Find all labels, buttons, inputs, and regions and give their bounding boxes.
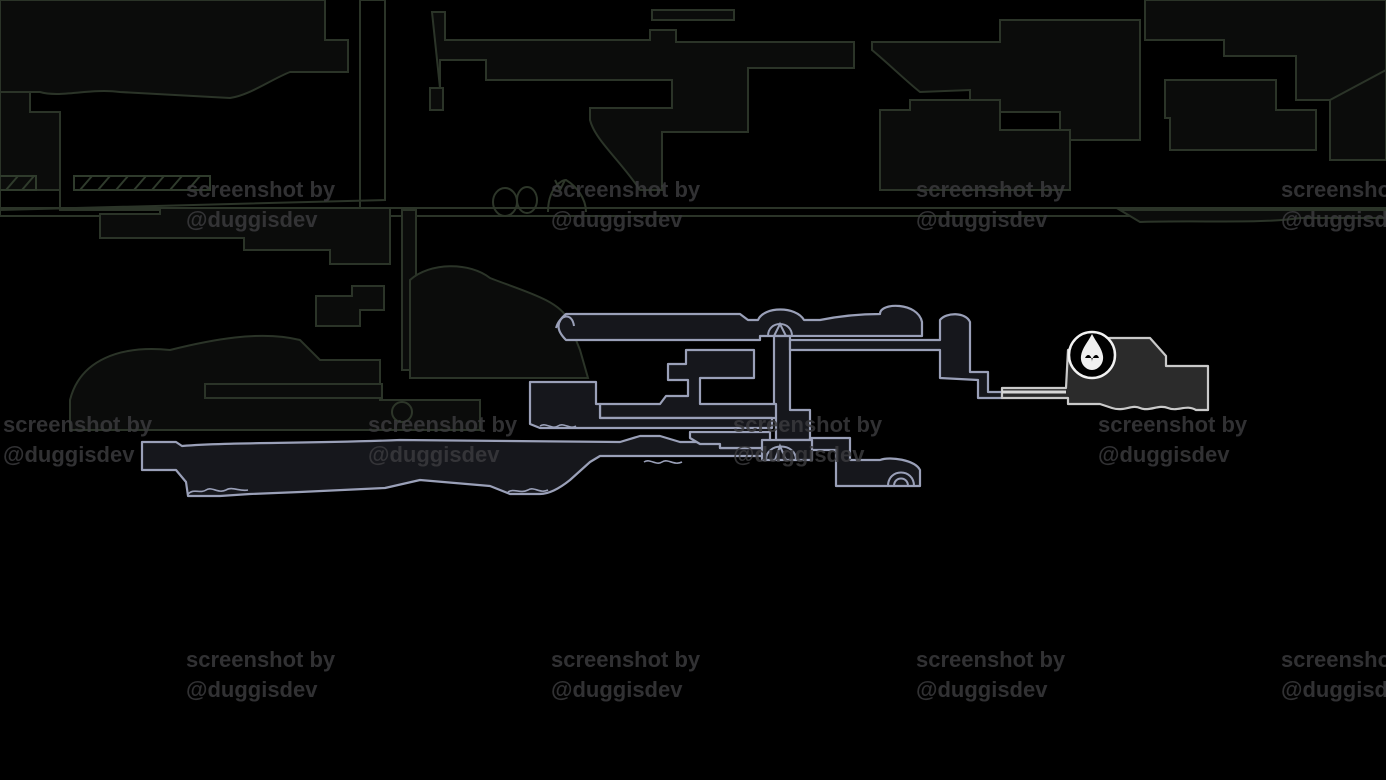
map-door-markers [555, 315, 915, 487]
unexplored-room-a [0, 0, 349, 100]
unexplored-room-h [879, 99, 1071, 191]
unexplored-hatched-bridge [0, 175, 211, 191]
map-floor-texture [187, 424, 683, 495]
explored-room-west-block [528, 380, 774, 430]
unexplored-region [0, 0, 1386, 431]
unexplored-room-r [204, 383, 383, 399]
unexplored-room-s [1116, 209, 1386, 224]
explored-room-south-passage [688, 430, 772, 450]
explored-room-west-corridor [140, 434, 772, 498]
unexplored-room-i [1144, 0, 1386, 151]
unexplored-room-g [871, 19, 1141, 141]
unexplored-room-d [430, 11, 855, 191]
unexplored-room-l [0, 207, 1386, 217]
explored-room-central-shaft [772, 334, 812, 442]
explored-area [140, 304, 1004, 498]
unexplored-room-q [69, 334, 481, 431]
unexplored-room-e [651, 9, 735, 21]
unexplored-room-n [315, 285, 385, 327]
player-location-marker-icon[interactable] [1067, 330, 1117, 380]
unexplored-room-f [429, 87, 444, 111]
explored-room-middle-chamber [598, 348, 778, 420]
unexplored-plants [391, 178, 587, 423]
explored-room-south-east-arm [808, 436, 922, 488]
explored-room-east-ledge [788, 313, 1004, 400]
unexplored-room-j [1164, 79, 1317, 151]
unexplored-room-k [1329, 68, 1386, 161]
unexplored-room-b [0, 91, 61, 191]
explored-room-south-gate [760, 438, 814, 462]
explored-room-upper-corridor [557, 304, 924, 342]
unexplored-room-m [99, 207, 391, 265]
